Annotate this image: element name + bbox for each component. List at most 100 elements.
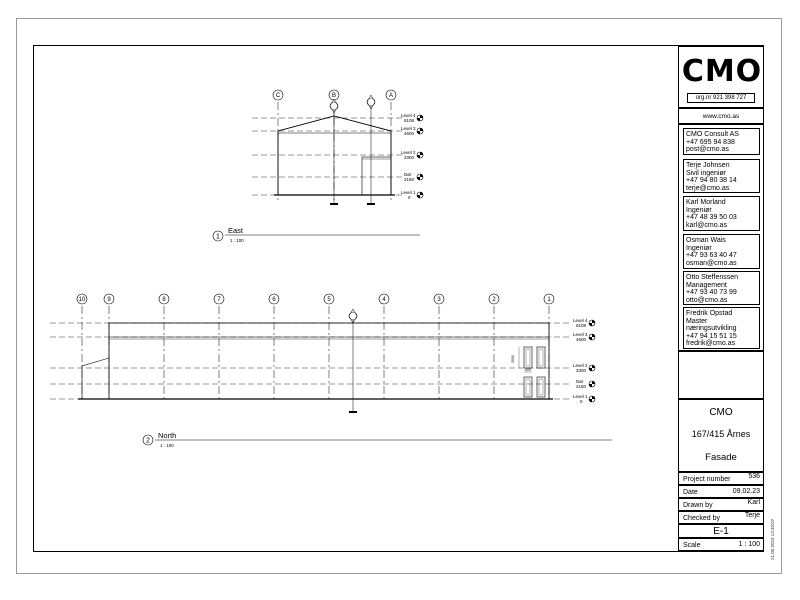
contacts-box xyxy=(678,124,764,351)
revision-box xyxy=(678,351,764,399)
sheet-number: E-1 xyxy=(713,526,729,537)
north-grid-label-1: 1 xyxy=(547,297,551,303)
checked-by-value: Terje xyxy=(744,512,760,519)
east-level-name-4: Level 4 xyxy=(401,113,416,118)
drawn-by-label: Drawn by xyxy=(683,502,713,509)
east-grid-bubble-a xyxy=(385,89,397,101)
north-doors xyxy=(523,346,546,398)
east-level-elev-3: 4600 xyxy=(404,131,415,136)
company-email: post@cmo.as xyxy=(686,146,729,154)
north-grid-bubbles xyxy=(76,293,555,305)
east-grid-labels: C B A xyxy=(276,93,393,99)
contact-name: Otto Steffenssen xyxy=(686,274,739,281)
print-timestamp: 21.05.2023 13:40:07 xyxy=(770,518,775,560)
east-level-name-3: Level 3 xyxy=(401,126,416,131)
east-grid-label-c: C xyxy=(276,93,281,99)
scale-value: 1 : 100 xyxy=(738,541,760,548)
north-section-diamond xyxy=(348,308,358,324)
contact-phone: +47 93 63 40 47 xyxy=(686,252,737,260)
checked-by-label: Checked by xyxy=(683,515,720,522)
north-grid-label-2: 2 xyxy=(492,297,496,303)
project-name: 167/415 Årnes xyxy=(691,429,751,439)
contact-email: karl@cmo.as xyxy=(686,221,727,229)
contact-card-terje: Terje Johnsen Sivil ingeniør +47 94 80 3… xyxy=(683,159,760,193)
north-grid-labels: 10 9 8 7 6 5 4 3 2 1 xyxy=(79,297,552,303)
company-name: CMO Consult AS xyxy=(686,131,739,138)
contact-phone: +47 93 40 73 99 xyxy=(686,289,737,297)
north-door-width-label: 600 xyxy=(525,368,531,372)
east-view-title: 1 East 1 : 100 xyxy=(212,226,420,243)
website-box: www.cmo.as xyxy=(678,108,764,124)
north-level-elev-4: 6108 xyxy=(576,323,587,328)
north-section-head xyxy=(348,311,358,321)
east-level-name-1: Level 1 xyxy=(401,190,416,195)
date-value: 09.02.23 xyxy=(732,488,760,495)
east-level-name-2: Level 2 xyxy=(401,150,416,155)
north-level-name-dor: Dør xyxy=(576,379,584,384)
contact-name: Karl Morland xyxy=(686,199,726,206)
east-section-head-1 xyxy=(329,101,339,111)
contact-card-osman: Osman Wais Ingeniør +47 93 63 40 47 osma… xyxy=(683,234,760,269)
east-level-name-dor: Dør xyxy=(404,172,412,177)
project-number-row: Project number 536 xyxy=(678,472,764,485)
north-gridlines xyxy=(81,306,550,402)
east-section-diamond-2 xyxy=(366,94,376,110)
east-elevation xyxy=(252,89,424,205)
contact-role: Ingeniør xyxy=(686,244,712,252)
north-level-name-3: Level 3 xyxy=(573,332,588,337)
contact-card-karl: Karl Morland Ingeniør +47 48 39 50 03 ka… xyxy=(683,196,760,231)
north-annex-outline xyxy=(81,357,110,399)
north-level-elev-dor: 2150 xyxy=(576,384,587,389)
project-number-value: 536 xyxy=(748,473,760,480)
sheet-name: Fasade xyxy=(705,452,737,463)
east-view-number-bubble xyxy=(212,230,224,242)
contact-card-otto: Otto Steffenssen Management +47 93 40 73… xyxy=(683,271,760,305)
north-view-number: 2 xyxy=(146,438,150,445)
company-card: CMO Consult AS +47 695 94 838 post@cmo.a… xyxy=(683,128,760,155)
north-grid-label-6: 6 xyxy=(272,297,276,303)
company-logo: CMO xyxy=(681,54,763,89)
contact-role: Sivil ingeniør xyxy=(686,169,727,177)
east-building-outline xyxy=(277,115,392,195)
sheet-border xyxy=(16,18,782,574)
contact-role: Management xyxy=(686,281,727,289)
east-section-head-2 xyxy=(366,97,376,107)
east-view-number: 1 xyxy=(216,234,220,241)
east-view-scale: 1 : 100 xyxy=(230,238,244,243)
contact-phone: +47 94 80 38 14 xyxy=(686,177,737,185)
east-grid-label-a: A xyxy=(389,93,393,99)
contact-role: Master xyxy=(686,317,708,325)
north-view-name: North xyxy=(158,431,176,440)
contact-email: fredrik@cmo.as xyxy=(686,340,736,348)
project-number-label: Project number xyxy=(683,476,731,483)
north-level-name-2: Level 2 xyxy=(573,363,588,368)
contact-name: Fredrik Opstad xyxy=(686,310,733,317)
north-level-lines xyxy=(50,322,572,400)
east-view-name: East xyxy=(228,226,244,235)
sheet-number-row: E-1 xyxy=(678,524,764,538)
north-level-markers xyxy=(588,319,596,403)
north-level-name-4: Level 4 xyxy=(573,318,588,323)
checked-by-row: Checked by Terje xyxy=(678,511,764,524)
date-row: Date 09.02.23 xyxy=(678,485,764,498)
client-name: CMO xyxy=(709,407,733,418)
north-view-scale: 1 : 100 xyxy=(160,443,174,448)
north-level-elev-1: 0 xyxy=(580,399,583,404)
east-level-elev-4: 6108 xyxy=(404,118,415,123)
org-number: org.nr 921 398 727 xyxy=(687,93,755,103)
north-level-elev-3: 4600 xyxy=(576,337,587,342)
company-phone: +47 695 94 838 xyxy=(686,138,735,146)
east-grid-bubble-b xyxy=(328,89,340,101)
east-level-elev-dor: 2150 xyxy=(404,177,415,182)
project-box: CMO 167/415 Årnes Fasade xyxy=(678,399,764,472)
east-annex xyxy=(361,156,392,196)
north-grid-label-10: 10 xyxy=(79,297,86,303)
north-level-name-1: Level 1 xyxy=(573,394,588,399)
north-view-number-bubble xyxy=(142,434,154,446)
east-level-markers xyxy=(416,114,424,199)
scale-label: Scale xyxy=(683,542,701,549)
east-level-elev-2: 3300 xyxy=(404,155,415,160)
website-text: www.cmo.as xyxy=(702,113,740,120)
north-level-elev-2: 3300 xyxy=(576,368,587,373)
